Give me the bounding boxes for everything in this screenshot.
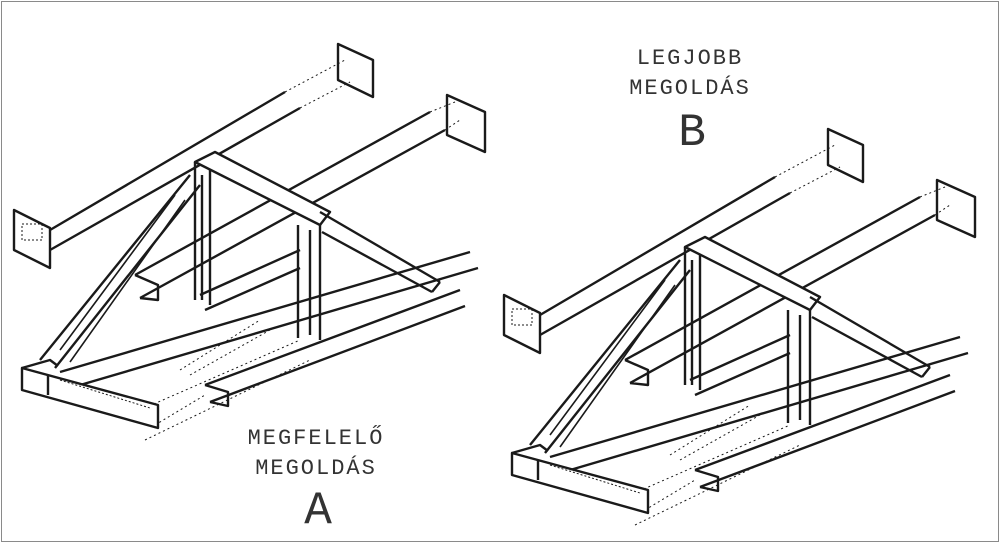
truss-option-b [502,127,977,527]
option-a-line2: MEGOLDÁS [255,456,377,481]
option-b-line2: MEGOLDÁS [629,76,751,101]
option-b-line1: LEGJOBB [636,46,744,71]
option-a-line1: MEGFELELŐ [247,426,385,451]
truss-option-a [12,42,487,442]
option-b-letter: B [678,107,708,159]
option-a-letter: A [304,485,334,537]
